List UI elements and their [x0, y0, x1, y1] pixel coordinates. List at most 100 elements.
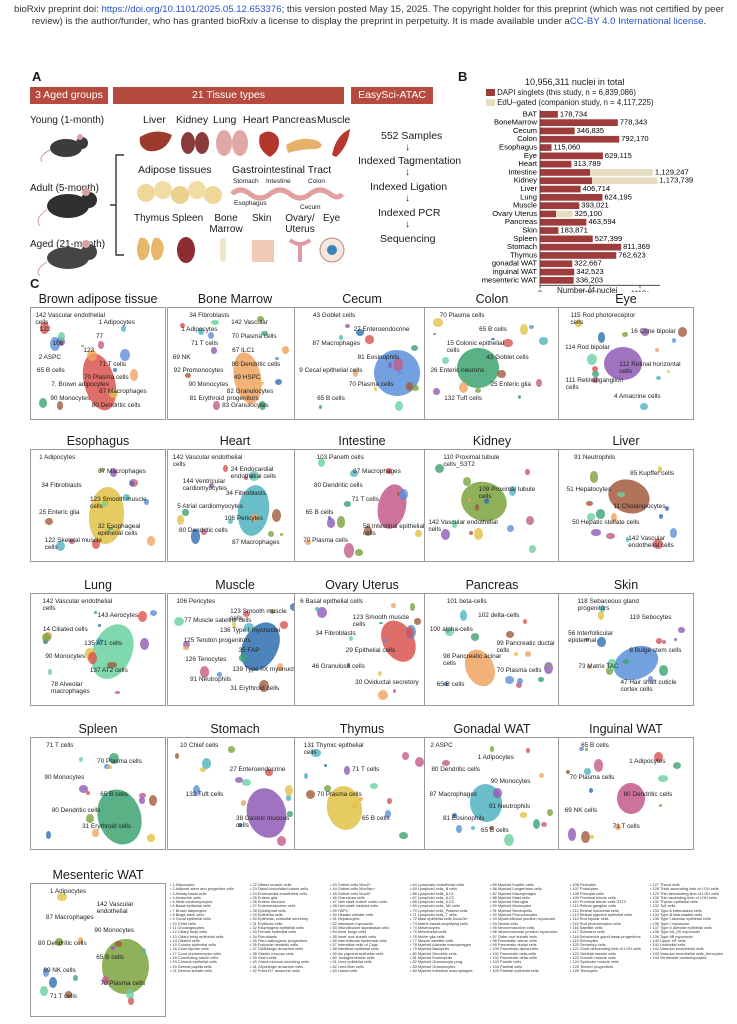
- bar-dapi: [540, 202, 580, 209]
- umap-cluster: [324, 763, 328, 767]
- legend-entry: • 4 Amacrine cells: [170, 894, 201, 900]
- chart-xlabel: Number of nuclei: [557, 286, 618, 295]
- umap-cluster: [580, 830, 591, 844]
- cluster-label: 101 beta-cells: [446, 598, 487, 605]
- legend-column: • 1 Adipocytes• 2 Adipose stem and proge…: [170, 882, 235, 973]
- value-label: 792,170: [621, 134, 648, 143]
- bar-dapi: [540, 277, 574, 284]
- legend-entry: • 31 Erythroid cells: [250, 920, 283, 926]
- umap-cluster: [578, 747, 584, 752]
- cluster-label: 69 NK cells: [564, 806, 598, 814]
- legend-entry: • 63 Luteal cells: [330, 967, 358, 973]
- cluster-label: 4 Amacrine cells: [614, 392, 661, 400]
- cluster-label: 106 Pericytes: [224, 514, 264, 522]
- cluster-label: 99 Pancreatic ductal cells: [496, 639, 555, 654]
- panel-title: Kidney: [472, 434, 512, 448]
- cluster-label: 142 Vascular endothelial cells: [428, 518, 498, 533]
- legend-entry: • 77 Muscle satellite cells: [410, 937, 454, 943]
- cluster-label: 71 T cells: [98, 360, 127, 368]
- legend-entry: • 119 Sebocytes: [570, 937, 598, 943]
- pancreas-icon: [286, 138, 322, 153]
- umap-cluster: [489, 746, 495, 752]
- gi-cecum: Cecum: [300, 204, 321, 211]
- umap-cluster: [377, 671, 382, 677]
- umap-cluster: [410, 344, 418, 351]
- umap-cluster: [440, 529, 450, 540]
- cluster-label: 80 Dendritic cells: [51, 806, 101, 814]
- header-middle: ; this version posted May 15, 2025. The …: [31, 4, 724, 28]
- umap-cluster: [249, 471, 259, 482]
- step-samples: 552 Samples: [381, 130, 443, 142]
- umap-cluster: [459, 610, 468, 622]
- cluster-label: 65 B cells: [436, 681, 465, 689]
- legend-entry: • 7 Brown adipocytes: [170, 907, 207, 913]
- umap-cluster: [88, 651, 97, 664]
- value-label: 463,594: [588, 217, 615, 226]
- umap-cluster: [503, 338, 514, 348]
- legend-entry: • 26 Enteric neurons: [250, 899, 286, 905]
- umap-cluster: [139, 792, 146, 798]
- tissue-eye: Eye: [323, 213, 341, 224]
- legend-entry: • 2 Adipose stem and progenitor cells: [170, 886, 235, 892]
- legend-entry: • 49 HSPC: [330, 907, 349, 913]
- umap-cluster: [201, 758, 211, 769]
- cluster-label: 65 B cells: [37, 367, 65, 375]
- umap-cluster: [537, 676, 545, 682]
- cluster-label: 78 Alveolar macrophages: [51, 681, 90, 696]
- legend-entry: • 108 Principal cells: [570, 890, 604, 896]
- panel-title: Skin: [613, 578, 639, 592]
- legend-entry: • 83 Myeloid Granulocytes: [410, 963, 456, 969]
- cluster-label: 126 Tenocytes: [185, 656, 227, 664]
- license-link[interactable]: CC-BY 4.0 International license: [569, 16, 704, 28]
- cluster-label: 143 Aerocytes: [97, 611, 139, 619]
- umap-cluster: [659, 804, 663, 807]
- umap-cluster: [669, 528, 677, 538]
- tissue-liver: Liver: [143, 114, 166, 126]
- legend-entry: • 11 Cholangiocytes: [170, 924, 205, 930]
- umap-cluster: [586, 354, 597, 366]
- umap-cluster: [385, 468, 393, 475]
- legend-dapi-label: DAPI singlets (this study, n = 6,839,086…: [497, 88, 636, 97]
- umap-cluster: [77, 936, 84, 945]
- umap-cluster: [585, 638, 589, 642]
- umap-cluster: [402, 752, 410, 761]
- umap-cluster: [287, 810, 293, 818]
- cluster-label: 142 Vascular endothelial cells: [42, 598, 113, 612]
- legend-entry: • 135 Type I alveolar epithelial cells: [650, 916, 711, 922]
- cluster-label: 25 Enteric glia: [39, 509, 80, 517]
- cluster-label: 142 Vascular endothelial: [96, 901, 134, 916]
- bar-dapi: [540, 111, 558, 118]
- umap-cluster: [97, 341, 105, 349]
- cluster-label: 11 Cholangiocytes: [613, 502, 666, 510]
- umap-cluster: [432, 318, 443, 327]
- umap-cluster: [458, 381, 469, 394]
- bar-dapi: [540, 252, 617, 259]
- umap-cluster: [306, 790, 315, 800]
- cluster-label: 90 Monocytes: [490, 778, 531, 786]
- legend-entry: • 8 Bulge stem cells: [170, 912, 205, 918]
- umap-cluster: [258, 679, 269, 692]
- umap-cluster: [365, 334, 374, 344]
- aged-mouse-icon: [37, 240, 97, 277]
- legend-entry: • 28 Epididymal cells: [250, 907, 286, 913]
- legend-entry: • 96 Neuromuscular junction myonuclei: [490, 929, 558, 935]
- umap-cluster: [349, 469, 358, 477]
- umap-cluster: [259, 401, 266, 410]
- legend-entry: • 45 Goblet cells Muc6+: [330, 890, 372, 896]
- umap-cluster: [606, 532, 615, 540]
- bar-dapi: [540, 218, 587, 226]
- umap-cluster: [432, 387, 440, 395]
- umap-cluster: [211, 319, 219, 325]
- cluster-label: 65 B cells: [481, 826, 509, 834]
- cluster-label: 1 Adipocytes: [629, 758, 666, 766]
- cluster-label: 87 Macrophages: [45, 914, 94, 922]
- umap-cluster: [545, 663, 549, 668]
- umap-cluster: [139, 637, 150, 651]
- legend-entry: • 103 Paneth cells: [490, 959, 522, 965]
- cluster-label: 90 Monocytes: [50, 395, 91, 403]
- doi-link[interactable]: https://doi.org/10.1101/2025.05.12.65337…: [101, 4, 282, 15]
